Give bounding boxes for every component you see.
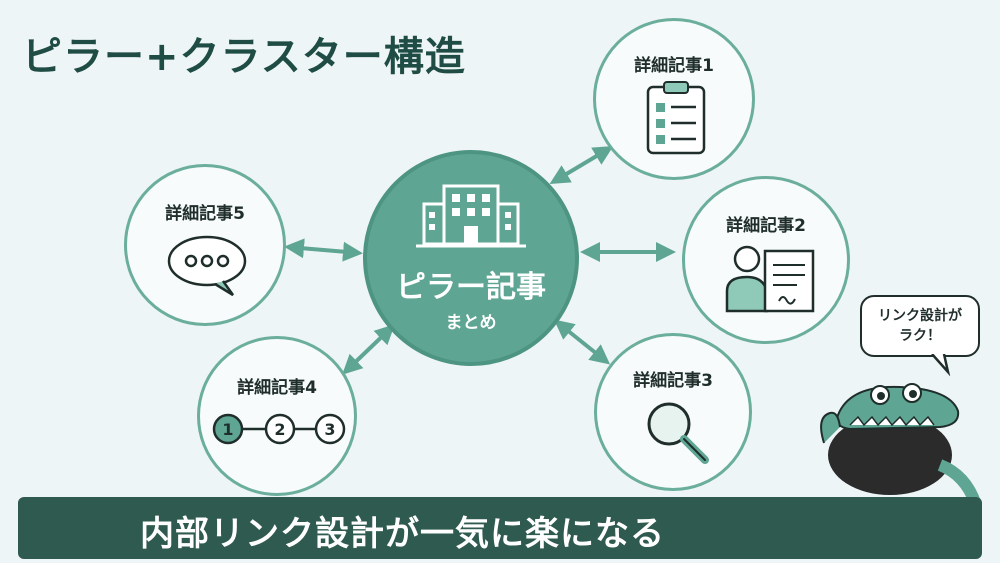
checklist-icon	[646, 81, 706, 155]
arrow-to-n3	[553, 319, 611, 365]
bubble-line-1: リンク設計が	[878, 308, 962, 324]
steps-icon: 1 2 3	[212, 413, 346, 445]
speech-bubble: リンク設計が ラク！	[860, 295, 980, 357]
bubble-line-2: ラク！	[899, 328, 941, 344]
node-detail-2: 詳細記事2	[682, 176, 850, 344]
node-label: 詳細記事4	[237, 378, 317, 398]
node-detail-5: 詳細記事5	[124, 164, 286, 326]
node-label: 詳細記事5	[165, 204, 245, 224]
arrow-to-n4	[342, 324, 395, 375]
node-label: 詳細記事2	[726, 216, 806, 236]
magnifier-icon	[647, 402, 709, 464]
chat-bubble-icon	[167, 235, 247, 297]
pillar-sub-label: まとめ	[445, 313, 497, 333]
node-label: 詳細記事1	[634, 56, 714, 76]
step-3-label: 3	[324, 420, 335, 439]
document-signing-icon	[725, 245, 815, 313]
arrow-to-n1	[549, 145, 614, 185]
pillar-label: ピラー記事	[396, 270, 546, 305]
crocodile-mascot	[820, 383, 982, 505]
building-icon	[416, 184, 526, 248]
bubble-tail	[931, 354, 951, 376]
banner-text: 内部リンク設計が一気に楽になる	[140, 514, 665, 554]
pillar-node: ピラー記事 まとめ	[363, 150, 579, 366]
arrow-to-n5	[284, 238, 363, 262]
page-title: ピラー+クラスター構造	[22, 34, 466, 80]
node-detail-4: 詳細記事4 1 2 3	[197, 336, 357, 496]
node-detail-1: 詳細記事1	[593, 18, 755, 180]
bottom-banner: 内部リンク設計が一気に楽になる	[18, 497, 982, 559]
step-2-label: 2	[274, 420, 285, 439]
node-detail-3: 詳細記事3	[594, 333, 752, 491]
step-1-label: 1	[222, 420, 233, 439]
node-label: 詳細記事3	[633, 371, 713, 391]
